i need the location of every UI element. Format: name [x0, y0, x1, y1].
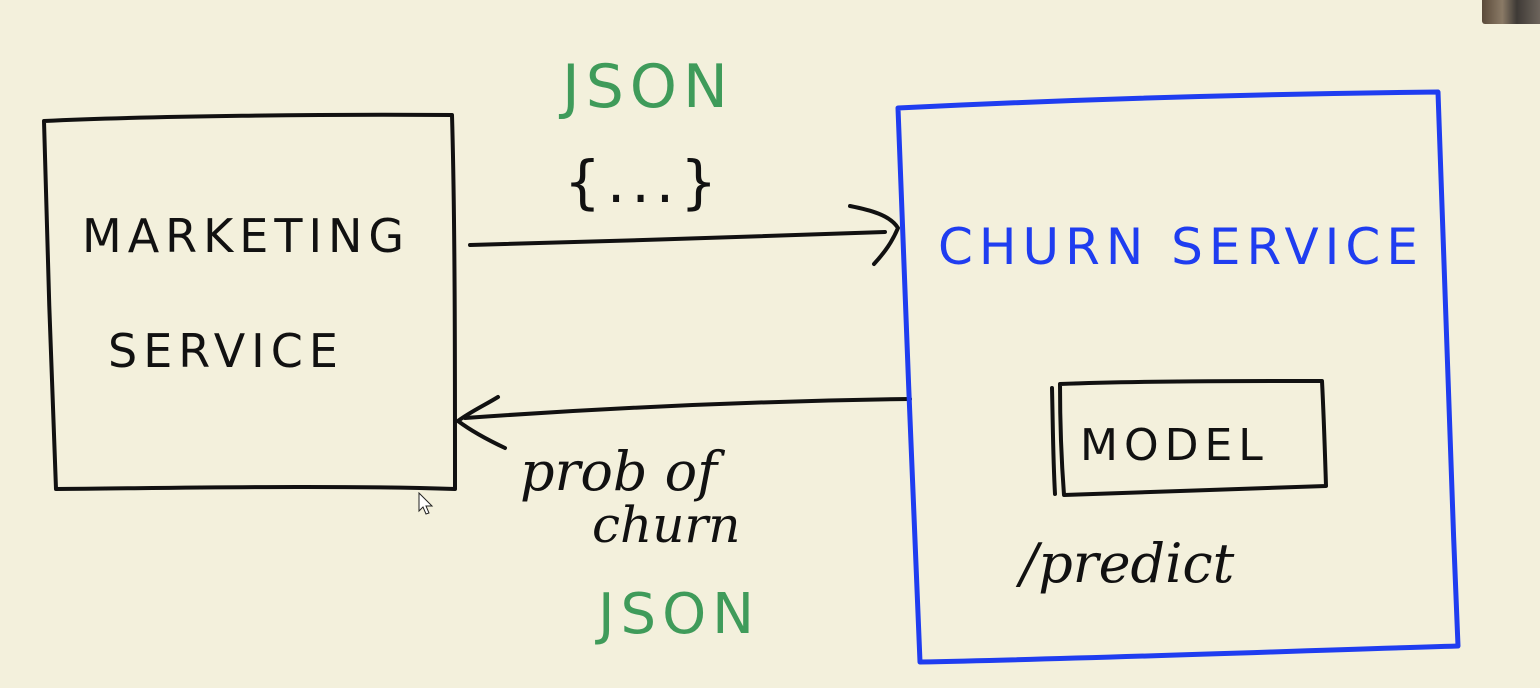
request-arrow [468, 204, 900, 266]
marketing-service-label-line2: SERVICE [108, 324, 344, 378]
predict-endpoint-label: /predict [1015, 532, 1235, 595]
request-json-label: JSON [558, 52, 734, 122]
marketing-service-label-line1: MARKETING [82, 209, 410, 263]
response-arrow [456, 395, 912, 450]
camera-thumbnail [1482, 0, 1540, 24]
churn-service-title: CHURN SERVICE [938, 218, 1424, 276]
model-box [1050, 379, 1328, 497]
response-label-line1: prob of [520, 440, 725, 503]
marketing-service-box [42, 112, 457, 491]
mouse-pointer-icon [418, 492, 434, 515]
request-payload-label: {...} [564, 148, 723, 216]
response-label-line2: churn [592, 496, 741, 554]
churn-service-box [895, 89, 1461, 665]
model-label: MODEL [1080, 420, 1269, 471]
response-json-label: JSON [595, 582, 760, 647]
